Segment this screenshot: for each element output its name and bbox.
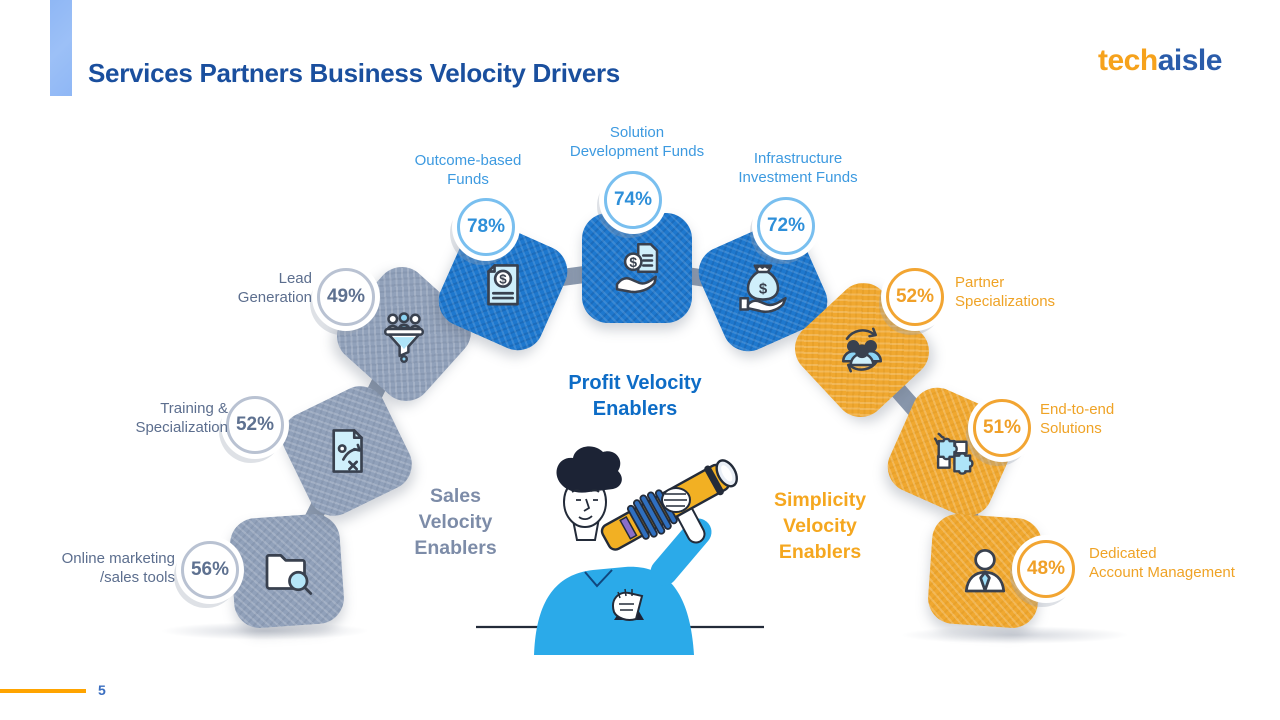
badge-value: 49% (326, 286, 366, 307)
group-label-simplicity-velocity-enablers: Simplicity Velocity Enablers (773, 489, 867, 563)
hand-document-coin-icon: $ (607, 238, 667, 298)
footer-accent-line (0, 689, 86, 693)
badge-value: 48% (1026, 558, 1066, 579)
badge-value: 56% (190, 559, 230, 580)
tile-solution-development-funds: $ (582, 213, 692, 323)
label-end-to-end-solutions: End-to-end Solutions (1040, 401, 1115, 437)
badge-value: 72% (766, 215, 806, 236)
page-title: Services Partners Business Velocity Driv… (88, 58, 620, 88)
businessperson-icon (955, 541, 1015, 601)
lead-funnel-icon (374, 304, 434, 364)
hand-money-bag-icon: $ (733, 257, 793, 317)
puzzle-pieces-icon (922, 422, 982, 482)
svg-text:$: $ (759, 280, 768, 297)
badge-solution-development-funds: 74% (604, 171, 662, 229)
tile-infrastructure-investment-funds: $ (690, 214, 836, 360)
accent-bar (50, 0, 72, 96)
page-number: 5 (98, 682, 106, 698)
people-sync-icon (832, 320, 892, 380)
techaisle-logo: techaisle (1098, 44, 1222, 78)
ground-shadow-right (900, 626, 1130, 644)
badge-partner-specializations: 52% (886, 268, 944, 326)
dollar-document-icon: $ (473, 256, 533, 316)
label-solution-development-funds: Solution Development Funds (569, 124, 705, 160)
strategy-document-icon (317, 421, 377, 481)
badge-training-specialization: 52% (226, 396, 284, 454)
tile-training-specialization (273, 377, 421, 525)
tile-dedicated-account-management (926, 512, 1044, 630)
svg-text:$: $ (499, 272, 507, 287)
ground-shadow-left (160, 622, 370, 640)
label-training-specialization: Training & Specialization (135, 400, 228, 436)
badge-end-to-end-solutions: 51% (973, 399, 1031, 457)
badge-outcome-based-funds: 78% (457, 198, 515, 256)
tile-lead-generation (326, 256, 482, 412)
tile-end-to-end-solutions (879, 379, 1025, 525)
man-with-telescope-illustration (468, 420, 768, 655)
label-partner-specializations: Partner Specializations (955, 274, 1056, 310)
badge-lead-generation: 49% (317, 268, 375, 326)
badge-value: 51% (982, 417, 1022, 438)
tile-partner-specializations (784, 272, 940, 428)
folder-search-icon (257, 541, 317, 601)
tile-outcome-based-funds: $ (430, 213, 576, 359)
group-label-sales-velocity-enablers: Sales Velocity Enablers (414, 485, 497, 559)
badge-online-marketing-sales-tools: 56% (181, 541, 239, 599)
badge-value: 78% (466, 216, 506, 237)
badge-infrastructure-investment-funds: 72% (757, 197, 815, 255)
tile-online-marketing-sales-tools (228, 512, 346, 630)
logo-tech: tech (1098, 44, 1158, 77)
label-infrastructure-investment-funds: Infrastructure Investment Funds (738, 150, 858, 186)
svg-text:$: $ (629, 255, 637, 270)
badge-value: 52% (895, 286, 935, 307)
logo-aisle: aisle (1157, 44, 1223, 77)
badge-dedicated-account-management: 48% (1017, 540, 1075, 598)
label-outcome-based-funds: Outcome-based Funds (414, 152, 522, 188)
label-lead-generation: Lead Generation (237, 270, 312, 306)
label-dedicated-account-management: Dedicated Account Management (1089, 545, 1235, 581)
badge-value: 52% (235, 414, 275, 435)
group-label-profit-velocity-enablers: Profit Velocity Enablers (568, 372, 702, 420)
badge-value: 74% (613, 189, 653, 210)
label-online-marketing-sales-tools: Online marketing /sales tools (61, 550, 175, 586)
